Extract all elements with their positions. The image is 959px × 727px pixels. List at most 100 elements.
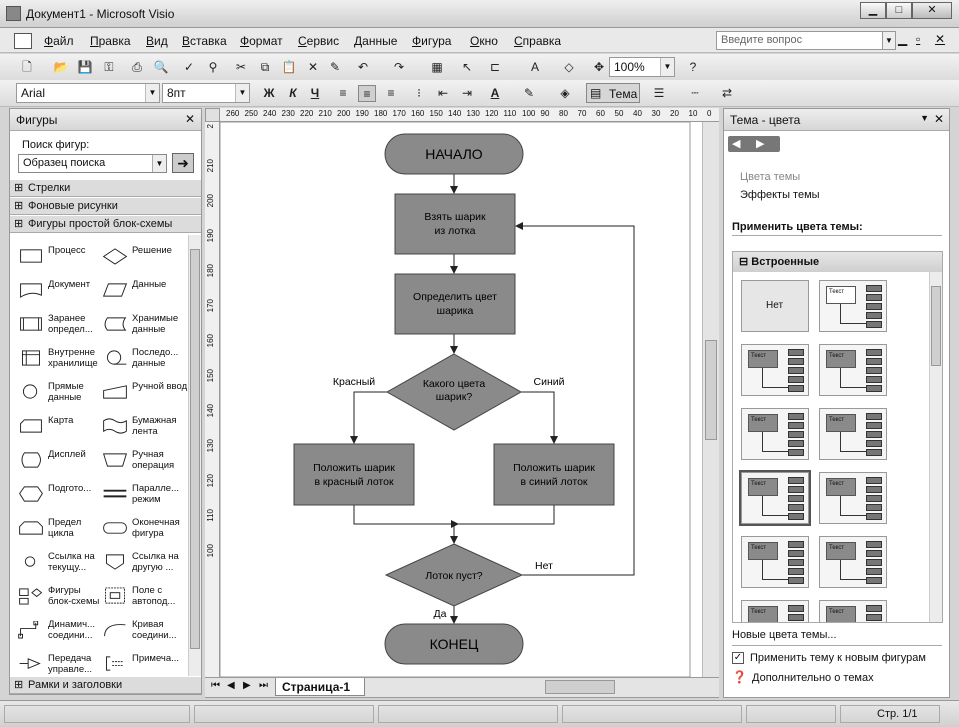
shapes-window-icon[interactable]: ▦	[431, 60, 443, 74]
shape-item[interactable]: Примеча...	[102, 651, 190, 681]
shape-item[interactable]: Решение	[102, 243, 190, 273]
delete-icon[interactable]: ✕	[307, 60, 319, 74]
shape-item[interactable]: Прямые данные	[18, 379, 106, 409]
theme-thumbnail[interactable]: Текст	[819, 600, 887, 622]
font-color-icon[interactable]: A	[490, 86, 500, 100]
ask-question-input[interactable]: Введите вопрос	[716, 31, 896, 50]
shape-item[interactable]: Заранее определ...	[18, 311, 106, 341]
link-theme-colors[interactable]: Цвета темы	[740, 171, 801, 183]
align-left-icon[interactable]: ≡	[339, 86, 347, 100]
pan-zoom-icon[interactable]: ✥	[593, 60, 605, 74]
doc-minimize-icon[interactable]: ▁	[898, 32, 908, 46]
font-size-dropdown-icon[interactable]: ▼	[235, 84, 249, 102]
visio-app-icon[interactable]	[6, 6, 21, 21]
canvas-vertical-scrollbar[interactable]	[702, 122, 719, 677]
underline-button[interactable]: Ч	[310, 86, 320, 100]
shape-item[interactable]: Оконечная фигура	[102, 515, 190, 545]
connector-red[interactable]	[350, 391, 387, 444]
connector-blue[interactable]	[521, 391, 558, 444]
menu-help[interactable]: Справка	[514, 34, 562, 48]
shape-item[interactable]: Фигуры блок-схемы	[18, 583, 106, 613]
shape-item[interactable]: Данные	[102, 277, 190, 307]
new-theme-colors-link[interactable]: Новые цвета темы...	[732, 629, 837, 641]
outdent-icon[interactable]: ⇥	[461, 86, 473, 100]
connector-loop-back[interactable]	[515, 222, 635, 576]
start-terminator[interactable]	[384, 133, 524, 175]
search-go-icon[interactable]: ➜	[172, 153, 194, 173]
shape-item[interactable]: Передача управле...	[18, 651, 106, 681]
menu-shape[interactable]: Фигура	[412, 34, 452, 48]
shape-item[interactable]: Хранимые данные	[102, 311, 190, 341]
shape-item[interactable]: Предел цикла	[18, 515, 106, 545]
decision-color[interactable]	[385, 353, 523, 431]
canvas-vscroll-thumb[interactable]	[705, 340, 717, 440]
theme-thumbnail[interactable]: Текст	[819, 344, 887, 396]
ask-dropdown-icon[interactable]: ▼	[882, 31, 896, 50]
theme-thumbnail[interactable]: Текст	[819, 536, 887, 588]
shape-item[interactable]: Документ	[18, 277, 106, 307]
font-dropdown-icon[interactable]: ▼	[145, 84, 159, 102]
stencil-borders-titles[interactable]: Рамки и заголовки	[10, 676, 201, 694]
menu-window[interactable]: Окно	[470, 34, 498, 48]
font-combo[interactable]: Arial▼	[16, 83, 160, 103]
gallery-scroll-thumb[interactable]	[931, 286, 941, 366]
shape-item[interactable]: Бумажная лента	[102, 413, 190, 443]
theme-thumbnail[interactable]: Текст	[741, 344, 809, 396]
format-painter-icon[interactable]: ✎	[329, 60, 341, 74]
shapes-scrollbar[interactable]	[188, 235, 201, 677]
shape-item[interactable]: Последо... данные	[102, 345, 190, 375]
shape-item[interactable]: Ссылка на другую ...	[102, 549, 190, 579]
canvas-hscroll-thumb[interactable]	[545, 680, 615, 694]
spelling-icon[interactable]: ✓	[183, 60, 195, 74]
indent-icon[interactable]: ⇤	[437, 86, 449, 100]
gallery-scrollbar[interactable]	[929, 272, 942, 622]
last-page-icon[interactable]: ⏭	[259, 680, 268, 691]
shape-item[interactable]: Динамич... соедини...	[18, 617, 106, 647]
theme-thumbnail[interactable]: Текст	[739, 470, 811, 526]
stencil-basic-flowchart[interactable]: Фигуры простой блок-схемы	[10, 215, 201, 233]
process-red-tray[interactable]	[293, 443, 415, 506]
link-theme-effects[interactable]: Эффекты темы	[740, 189, 820, 201]
menu-insert[interactable]: Вставка	[182, 34, 227, 48]
collapse-icon[interactable]: ⊟	[739, 256, 749, 268]
process-take-ball[interactable]	[394, 193, 516, 255]
theme-thumbnail[interactable]: Текст	[741, 536, 809, 588]
doc-close-icon[interactable]: ✕	[935, 32, 946, 46]
menu-data[interactable]: Данные	[354, 34, 398, 48]
document-icon[interactable]	[14, 33, 32, 49]
doc-restore-icon[interactable]: ▫	[916, 32, 921, 46]
shape-item[interactable]: Дисплей	[18, 447, 106, 477]
shape-item[interactable]: Внутренне хранилище	[18, 345, 106, 375]
decision-tray-empty[interactable]	[384, 543, 524, 607]
paste-icon[interactable]: 📋	[281, 60, 297, 74]
bold-button[interactable]: Ж	[263, 86, 275, 100]
save-icon[interactable]: 💾	[77, 60, 93, 74]
theme-thumbnail[interactable]: Текст	[819, 472, 887, 524]
shape-item[interactable]: Поле с автопод...	[102, 583, 190, 613]
fill-color-icon[interactable]: ◈	[560, 86, 570, 100]
copy-icon[interactable]: ⧉	[260, 60, 270, 74]
text-tool-icon[interactable]: A	[530, 60, 539, 74]
shape-item[interactable]: Ручная операция	[102, 447, 190, 477]
align-right-icon[interactable]: ≡	[387, 86, 395, 100]
theme-thumbnail[interactable]: Нет	[741, 280, 809, 332]
forward-icon[interactable]: ▶	[756, 138, 765, 150]
open-icon[interactable]: 📂	[53, 60, 69, 74]
zoom-combo[interactable]: 100%▼	[609, 57, 675, 77]
cut-icon[interactable]: ✂	[235, 60, 247, 74]
menu-view[interactable]: Вид	[146, 34, 168, 48]
line-pattern-icon[interactable]: ┄	[691, 86, 699, 100]
theme-thumbnail[interactable]: Текст	[819, 280, 887, 332]
first-page-icon[interactable]: ⏮	[211, 680, 220, 691]
menu-format[interactable]: Формат	[240, 34, 283, 48]
gallery-group-header[interactable]: ⊟ Встроенные	[733, 252, 942, 272]
zoom-dropdown-icon[interactable]: ▼	[660, 58, 674, 76]
pointer-tool-icon[interactable]: ↖	[461, 60, 473, 74]
redo-icon[interactable]: ↷	[393, 60, 405, 74]
research-icon[interactable]: ⚲	[208, 60, 218, 74]
undo-icon[interactable]: ↶	[357, 60, 369, 74]
connector-red-merge[interactable]	[353, 505, 459, 528]
search-input[interactable]: Образец поиска▼	[18, 154, 167, 173]
theme-button[interactable]: ▤Тема	[586, 83, 640, 103]
new-icon[interactable]: 🗋	[22, 60, 32, 74]
